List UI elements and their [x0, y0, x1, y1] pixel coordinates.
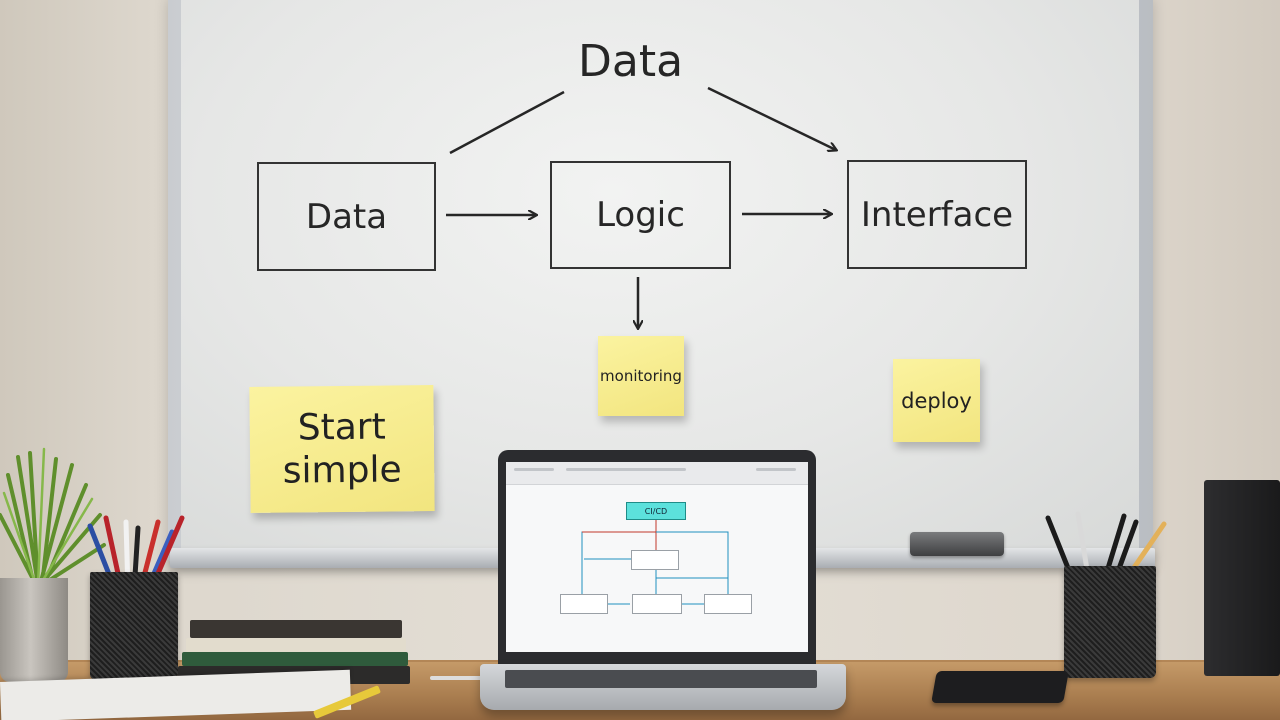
book-top	[190, 620, 402, 638]
screen-node-middle	[631, 550, 679, 570]
sticky-monitoring: monitoring	[598, 336, 684, 416]
sticky-start-line1: Start	[297, 406, 386, 449]
sticky-start-line2: simple	[282, 449, 402, 492]
pen-cup-right	[1064, 566, 1156, 678]
plant-pot	[0, 578, 68, 682]
book-2	[186, 638, 406, 652]
smartphone	[931, 671, 1069, 703]
logic-box: Logic	[550, 161, 731, 269]
data-box-label: Data	[305, 196, 388, 237]
laptop-screen: CI/CD	[506, 462, 808, 652]
eraser	[910, 532, 1004, 556]
pen-cup-left	[90, 572, 178, 680]
logic-box-label: Logic	[596, 195, 685, 235]
interface-box: Interface	[847, 160, 1027, 269]
sticky-monitoring-label: monitoring	[600, 367, 682, 385]
sticky-deploy: deploy	[893, 359, 980, 442]
screen-node-cicd: CI/CD	[626, 502, 686, 520]
browser-toolbar	[506, 462, 808, 485]
speaker	[1204, 480, 1280, 676]
screen-node-left	[560, 594, 608, 614]
plant	[0, 447, 106, 587]
pen-on-desk	[430, 676, 486, 680]
screen-node-right	[704, 594, 752, 614]
whiteboard-title: Data	[578, 36, 684, 87]
laptop-keyboard	[505, 670, 817, 688]
screen-node-center	[632, 594, 682, 614]
sticky-deploy-label: deploy	[901, 388, 972, 413]
interface-box-label: Interface	[860, 194, 1014, 235]
book-3	[182, 652, 408, 666]
data-box: Data	[257, 162, 436, 271]
screen-diagram-lines	[581, 520, 729, 605]
